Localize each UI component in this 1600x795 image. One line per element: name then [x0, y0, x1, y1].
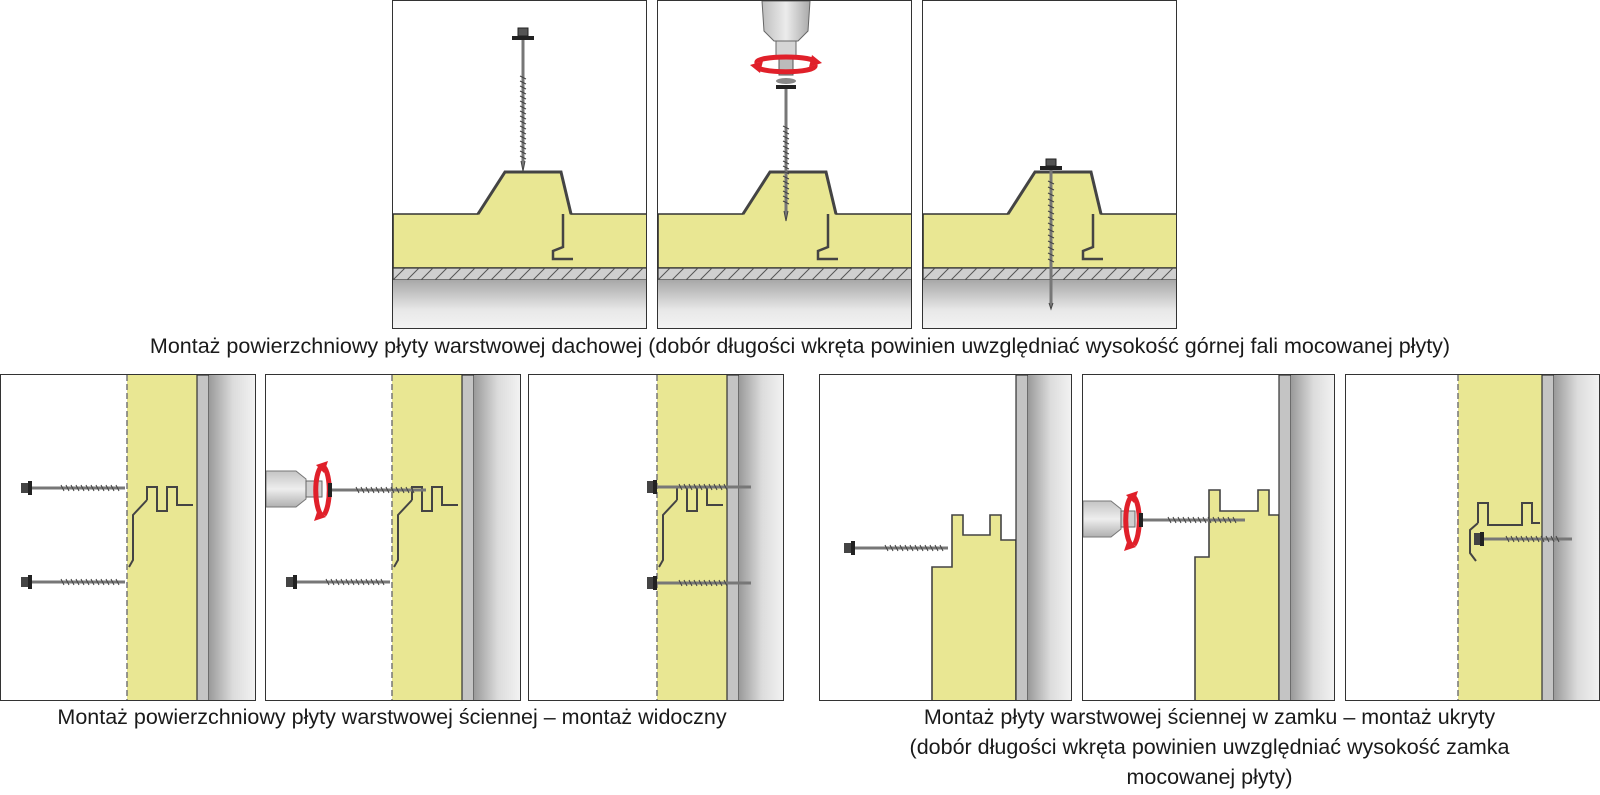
wall-steel-post	[726, 375, 740, 700]
roof-step2-panel	[657, 0, 912, 329]
wall-hidden-step3-panel	[1345, 374, 1600, 701]
roof-step3-drawing	[923, 158, 1176, 328]
wall-hidden-step3-drawing	[1457, 375, 1599, 700]
wall-hidden-caption-line3: mocowanej płyty)	[1126, 765, 1293, 789]
roof-sandwich-panel	[393, 170, 646, 269]
screw-icon	[512, 27, 534, 172]
screw-icon	[328, 483, 426, 497]
purlin-beam	[393, 267, 646, 328]
wall-hidden-caption-line1: Montaż płyty warstwowej ściennej w zamku…	[923, 705, 1496, 729]
wall-visible-step1-drawing	[21, 375, 255, 700]
wall-visible-caption: Montaż powierzchniowy płyty warstwowej ś…	[57, 705, 727, 729]
wall-hidden-step2-drawing	[1083, 375, 1334, 700]
wall-hidden-step1-panel	[819, 374, 1072, 701]
screw-icon	[1139, 513, 1245, 527]
wall-steel-post	[1015, 375, 1029, 700]
screw-icon	[1474, 532, 1572, 546]
wall-steel-post	[196, 375, 210, 700]
wall-sandwich-panel	[657, 375, 727, 700]
roof-step1-panel	[392, 0, 647, 329]
wall-steel-post	[1278, 375, 1292, 700]
screw-icon	[21, 481, 125, 495]
wall-hidden-step2-panel	[1082, 374, 1335, 701]
roof-step3-panel	[922, 0, 1177, 329]
screw-icon	[844, 541, 948, 555]
purlin-beam	[658, 267, 911, 328]
wall-visible-step2-drawing	[266, 375, 520, 700]
wall-hidden-step1-drawing	[844, 375, 1071, 700]
screw-icon	[776, 85, 796, 222]
roof-caption: Montaż powierzchniowy płyty warstwowej d…	[149, 334, 1451, 358]
wall-sandwich-panel	[931, 514, 1017, 700]
screw-icon	[286, 575, 390, 589]
wall-sandwich-panel	[1194, 489, 1280, 700]
wall-visible-step1-panel	[0, 374, 256, 701]
rotation-arrow-icon	[750, 54, 822, 75]
wall-hidden-caption-line2: (dobór długości wkręta powinien uwzględn…	[909, 735, 1510, 759]
screw-icon	[647, 480, 751, 494]
wall-visible-step3-panel	[528, 374, 784, 701]
wall-visible-step3-drawing	[647, 375, 783, 700]
wall-visible-step2-panel	[265, 374, 521, 701]
roof-step1-drawing	[393, 27, 646, 328]
screw-icon	[647, 576, 751, 590]
screw-icon	[1040, 158, 1062, 311]
wall-sandwich-panel	[127, 375, 197, 700]
screw-icon	[21, 575, 125, 589]
roof-step2-drawing	[658, 1, 911, 328]
wall-sandwich-panel	[392, 375, 462, 700]
wall-steel-post	[461, 375, 475, 700]
